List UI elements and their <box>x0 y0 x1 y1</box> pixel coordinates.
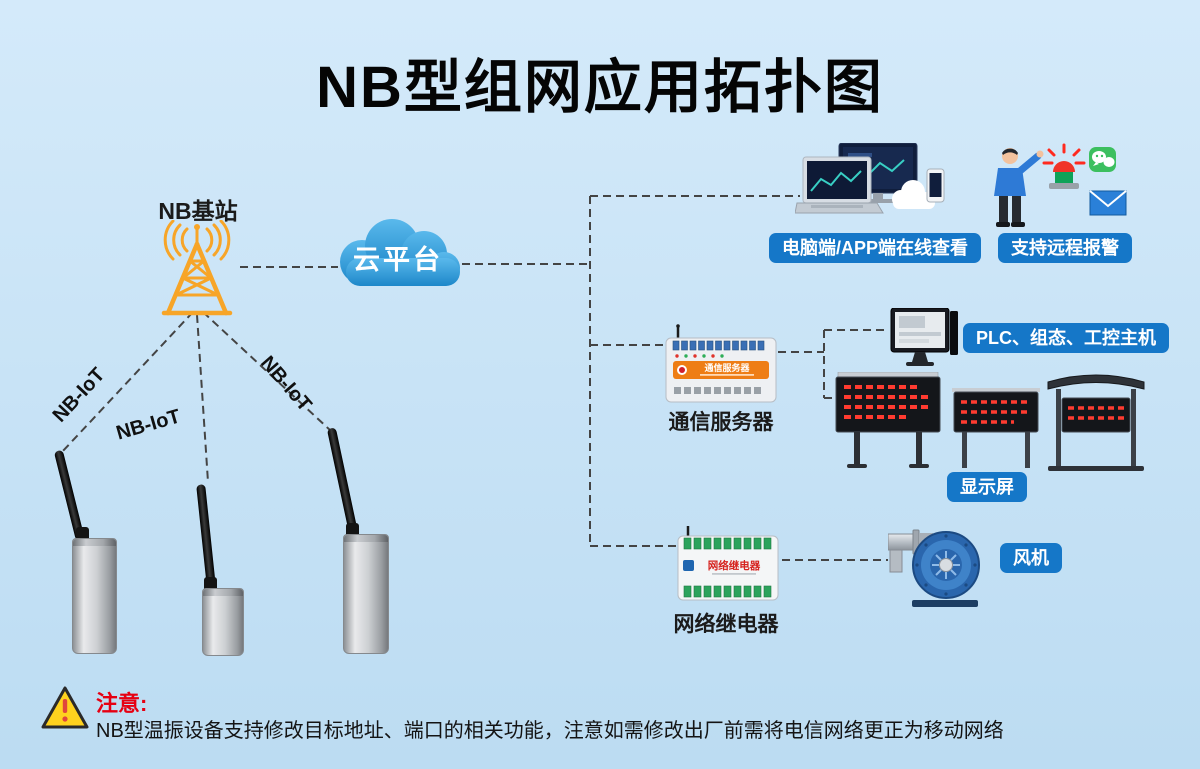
pc-app-label: 电脑端/APP端在线查看 <box>769 233 982 263</box>
page-title: NB型组网应用拓扑图 <box>316 55 884 120</box>
sensor-body-icon <box>202 588 244 656</box>
comm-server-label: 通信服务器 <box>668 411 774 434</box>
led-display-screens-icon <box>835 372 1145 471</box>
note-body: NB型温振设备支持修改目标地址、端口的相关功能，注意如需修改出厂前需将电信网络更… <box>96 720 1004 742</box>
note-heading: 注意: <box>96 691 148 716</box>
comm-server-device-text: 通信服务器 <box>704 362 750 373</box>
plc-label: PLC、组态、工控主机 <box>963 323 1169 353</box>
cloud-platform-icon <box>340 219 460 286</box>
remote-alarm-icon <box>994 143 1127 227</box>
remote-alarm-label: 支持远程报警 <box>998 233 1132 263</box>
communication-server-icon: 通信服务器 <box>665 324 777 403</box>
network-relay-icon: 网络继电器 <box>677 526 779 601</box>
sensor-body-icon <box>343 534 389 654</box>
network-relay-device-text: 网络继电器 <box>708 559 761 572</box>
radio-tower-icon <box>161 220 233 316</box>
plc-monitor-icon <box>890 308 958 366</box>
cloud-platform-label: 云平台 <box>353 245 443 275</box>
fan-icon <box>888 529 980 607</box>
display-screen-label: 显示屏 <box>947 472 1027 502</box>
pc-app-devices-icon <box>795 143 945 214</box>
sensor-body-icon <box>72 538 117 654</box>
warning-icon <box>41 686 89 729</box>
fan-label: 风机 <box>1000 543 1062 573</box>
network-relay-label: 网络继电器 <box>673 613 779 636</box>
base-station-label: NB基站 <box>158 198 238 224</box>
